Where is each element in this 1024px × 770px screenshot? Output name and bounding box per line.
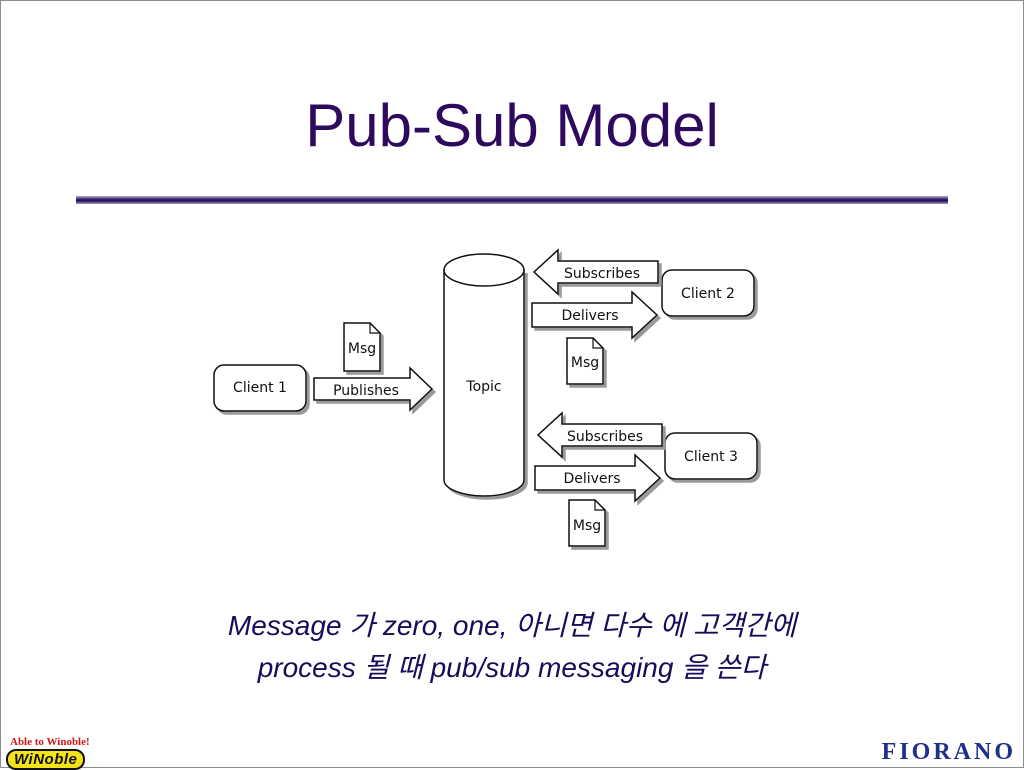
client1-label: Client 1	[233, 380, 287, 396]
fiorano-logo: FIORANO	[881, 739, 1016, 765]
msg-client2-label: Msg	[571, 355, 599, 371]
client2-label: Client 2	[681, 286, 735, 302]
delivers3-label: Delivers	[563, 471, 620, 487]
msg-publish-label: Msg	[348, 341, 376, 357]
subscribes3-label: Subscribes	[567, 429, 643, 445]
topic-cylinder: Topic	[443, 253, 525, 497]
msg-document-client2: Msg	[566, 337, 604, 385]
winoble-tagline: Able to Winoble!	[10, 736, 90, 748]
winoble-logo: Able to Winoble! WiNoble	[6, 737, 90, 770]
delivers2-label: Delivers	[561, 308, 618, 324]
caption-line-1: Message 가 zero, one, 아니면 다수 에 고객간에	[227, 610, 797, 641]
msg-client3-label: Msg	[573, 518, 601, 534]
client2-box: Client 2	[661, 269, 755, 317]
subscribes-arrow-client3: Subscribes	[536, 411, 663, 459]
caption-line-2: process 될 때 pub/sub messaging 을 쓴다	[257, 652, 767, 683]
winoble-brand: WiNoble	[6, 749, 86, 770]
subscribes2-label: Subscribes	[564, 266, 640, 282]
slide-title: Pub-Sub Model	[305, 92, 719, 159]
publishes-label: Publishes	[333, 383, 399, 399]
client3-label: Client 3	[684, 449, 738, 465]
msg-document-publish: Msg	[343, 322, 381, 372]
publishes-arrow: Publishes	[313, 366, 434, 412]
client3-box: Client 3	[664, 432, 758, 480]
title-underline	[76, 196, 948, 204]
client1-box: Client 1	[213, 364, 307, 412]
msg-document-client3: Msg	[568, 499, 606, 547]
delivers-arrow-client3: Delivers	[534, 453, 662, 503]
delivers-arrow-client2: Delivers	[531, 290, 659, 340]
topic-label: Topic	[465, 379, 501, 395]
subscribes-arrow-client2: Subscribes	[532, 248, 659, 296]
